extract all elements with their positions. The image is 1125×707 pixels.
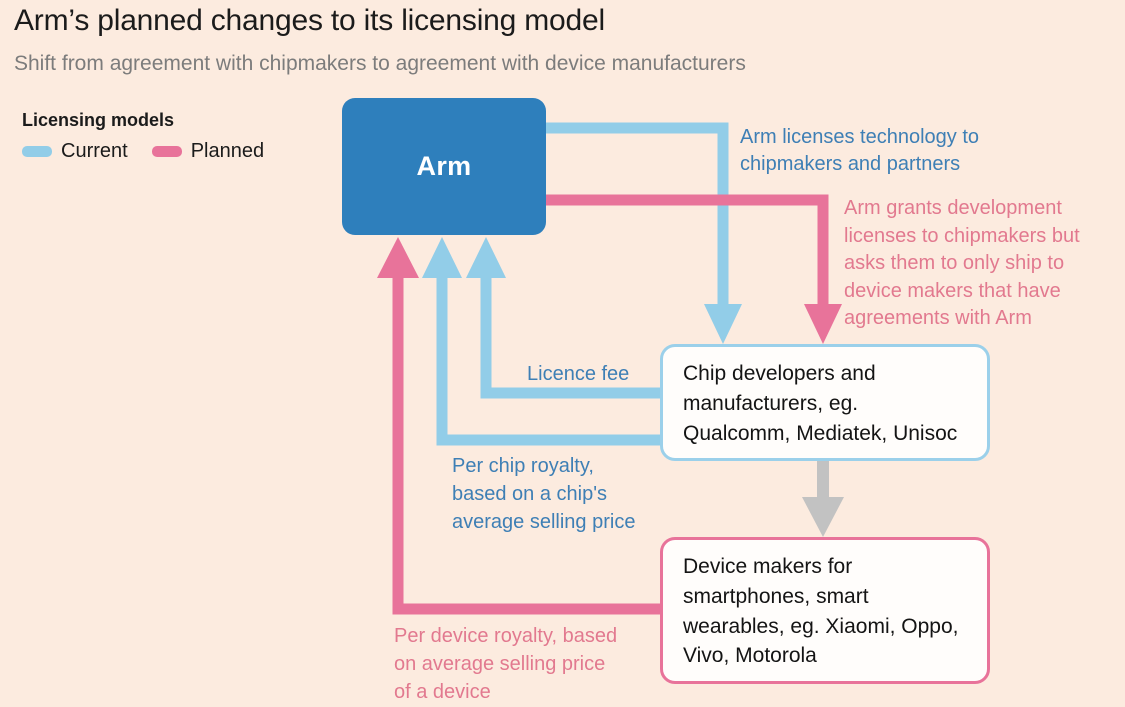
node-device-makers[interactable]: Device makers for smartphones, smart wea… — [660, 537, 990, 684]
page-title: Arm’s planned changes to its licensing m… — [14, 4, 605, 37]
node-arm[interactable]: Arm — [342, 98, 546, 235]
legend-swatch-planned — [151, 146, 182, 157]
legend-item-planned[interactable]: Planned — [151, 140, 265, 163]
legend-title: Licensing models — [22, 110, 175, 130]
legend-label-planned: Planned — [190, 140, 265, 162]
node-chip-developers-label: Chip developers and manufacturers, eg. Q… — [683, 362, 958, 445]
annotation-arm-licenses-technology: Arm licenses technology to chipmakers an… — [740, 126, 980, 175]
annotation-arm-grants-development-licenses: Arm grants development licenses to chipm… — [844, 197, 1080, 330]
connector-arm-to-chipmakers-current — [546, 122, 742, 344]
legend-label-current: Current — [61, 140, 128, 162]
node-chip-developers[interactable]: Chip developers and manufacturers, eg. Q… — [660, 344, 990, 461]
annotation-licence-fee: Licence fee — [527, 363, 630, 385]
legend-swatch-current — [22, 146, 52, 157]
legend: Licensing models Current Planned — [22, 110, 288, 163]
annotation-per-chip-royalty: Per chip royalty, based on a chip's aver… — [452, 455, 636, 533]
page-subtitle: Shift from agreement with chipmakers to … — [14, 52, 746, 75]
node-arm-label: Arm — [416, 151, 472, 181]
annotation-per-device-royalty: Per device royalty, based on average sel… — [394, 625, 618, 703]
legend-item-current[interactable]: Current — [22, 140, 128, 163]
connector-arm-to-chipmakers-planned — [546, 194, 842, 344]
connector-device-royalty-to-arm — [377, 237, 660, 615]
legend-items: Current Planned — [22, 140, 288, 163]
connector-chipmakers-to-devicemakers — [802, 461, 844, 537]
node-device-makers-label: Device makers for smartphones, smart wea… — [683, 555, 959, 668]
connector-chip-royalty-to-arm — [422, 237, 660, 446]
